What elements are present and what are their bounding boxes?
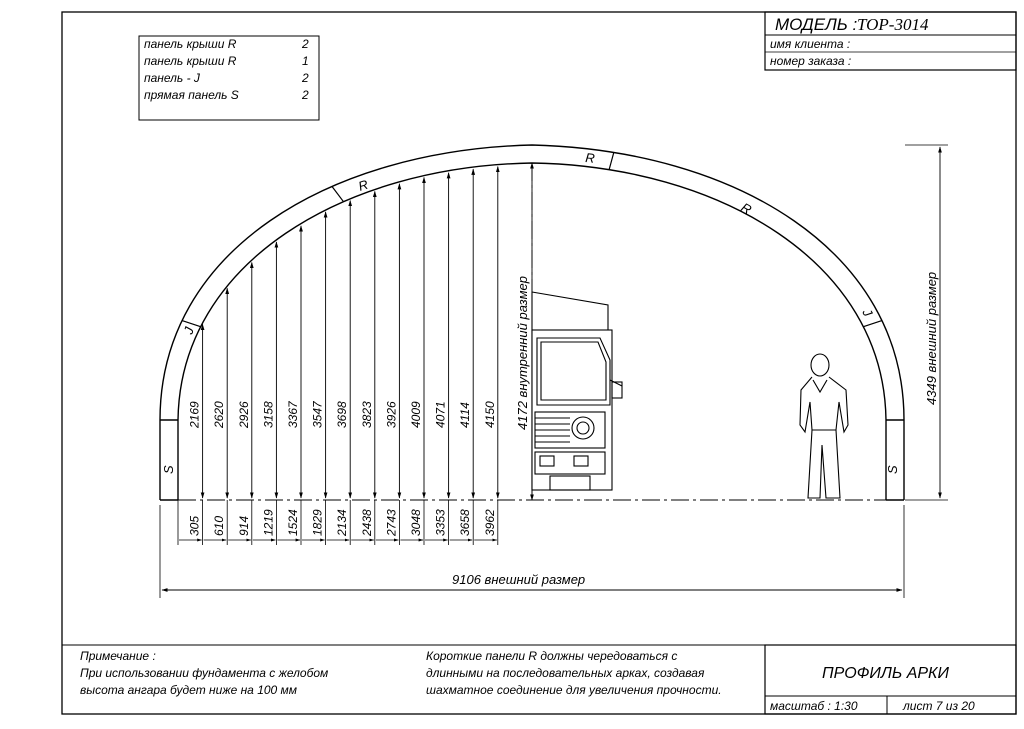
- height-label: 4114: [458, 402, 472, 428]
- arch-joint: [331, 186, 344, 203]
- note-line-2: высота ангара будет ниже на 100 мм: [80, 683, 297, 697]
- outer-height-label: 4349 внешний размер: [924, 272, 939, 405]
- sheet-label: лист 7 из 20: [902, 699, 975, 713]
- segment-label-j-right: J: [859, 305, 876, 319]
- offset-label: 305: [188, 516, 202, 536]
- note2-line-2: длинными на последовательных арках, созд…: [426, 666, 705, 680]
- segment-label-r-1: R: [356, 177, 369, 194]
- outer-width-dimension: 9106 внешний размер: [159, 505, 905, 598]
- height-label: 4009: [409, 401, 423, 428]
- arch-joint: [181, 319, 201, 328]
- offset-label: 1829: [311, 509, 325, 536]
- panel-name: панель крыши R: [144, 37, 237, 51]
- inner-height-dimension: 4172 внутренний размер: [515, 162, 534, 501]
- order-label: номер заказа :: [770, 54, 851, 68]
- offset-label: 3353: [434, 509, 448, 536]
- note-title: Примечание :: [80, 649, 156, 663]
- offset-label: 2134: [335, 509, 349, 537]
- height-label: 4071: [434, 401, 448, 428]
- sheet-frame: [61, 11, 1017, 715]
- note2-line-1: Короткие панели R должны чередоваться с: [426, 649, 677, 663]
- model-label: МОДЕЛЬ :: [775, 15, 858, 34]
- outer-height-dimension: 4349 внешний размер: [905, 144, 948, 501]
- segment-label-s-left: S: [161, 465, 176, 474]
- height-label: 3823: [360, 401, 374, 428]
- panel-name: прямая панель S: [144, 88, 239, 102]
- segment-label-r-2: R: [585, 150, 596, 166]
- height-dimensions: 2169 2620 2926 3158 3367 3547 3698 3823 3926 4009…: [188, 165, 500, 499]
- arch-joints: [181, 152, 883, 328]
- offset-label: 2438: [360, 509, 374, 537]
- offset-label: 3962: [483, 509, 497, 536]
- offset-label: 1524: [286, 509, 300, 536]
- panel-qty: 2: [301, 71, 309, 85]
- drawing-title: ПРОФИЛЬ АРКИ: [822, 665, 949, 682]
- offset-label: 914: [237, 516, 251, 536]
- offset-label: 3658: [458, 509, 472, 536]
- segment-label-s-right: S: [885, 465, 900, 474]
- truck-illustration: [531, 291, 623, 491]
- model-value: TOP-3014: [857, 15, 929, 34]
- panel-name: панель - J: [144, 71, 201, 85]
- segment-label-j-left: J: [180, 325, 197, 337]
- segment-label-r-3: R: [739, 200, 755, 218]
- height-label: 2926: [237, 401, 251, 429]
- height-label: 4150: [483, 401, 497, 428]
- bottom-block: ПРОФИЛЬ АРКИ масштаб : 1:30 лист 7 из 20…: [62, 644, 1017, 715]
- note2-line-3: шахматное соединение для увеличения проч…: [426, 683, 722, 697]
- offset-label: 3048: [409, 509, 423, 536]
- panels-table-rows: панель крыши R 2 панель крыши R 1 панель - J…: [144, 37, 309, 102]
- arch-joint: [863, 319, 883, 328]
- height-label: 3367: [286, 400, 300, 428]
- panel-qty: 1: [302, 54, 309, 68]
- arch-joint: [608, 152, 615, 170]
- panel-qty: 2: [301, 88, 309, 102]
- title-block-header: МОДЕЛЬ : TOP-3014 имя клиента : номер за…: [764, 11, 1017, 71]
- panels-table: [138, 35, 320, 121]
- person-illustration: [799, 353, 849, 499]
- offset-label: 2743: [384, 509, 398, 537]
- offset-dimensions: 305 610 914 1219 1524 1829 2134 2438 2743 3048 335…: [177, 500, 499, 545]
- inner-height-label: 4172 внутренний размер: [515, 276, 530, 430]
- offset-label: 1219: [261, 509, 275, 536]
- height-label: 3926: [384, 401, 398, 428]
- offset-label: 610: [212, 516, 226, 536]
- height-label: 3698: [335, 401, 349, 428]
- height-label: 3158: [261, 401, 275, 428]
- client-label: имя клиента :: [770, 37, 850, 51]
- panel-name: панель крыши R: [144, 54, 237, 68]
- outer-width-label: 9106 внешний размер: [452, 572, 585, 587]
- height-label: 2169: [188, 401, 202, 429]
- height-label: 2620: [212, 401, 226, 429]
- height-label: 3547: [311, 400, 325, 428]
- scale-label: масштаб : 1:30: [770, 699, 858, 713]
- panel-qty: 2: [301, 37, 309, 51]
- note-line-1: При использовании фундамента с желобом: [80, 666, 328, 680]
